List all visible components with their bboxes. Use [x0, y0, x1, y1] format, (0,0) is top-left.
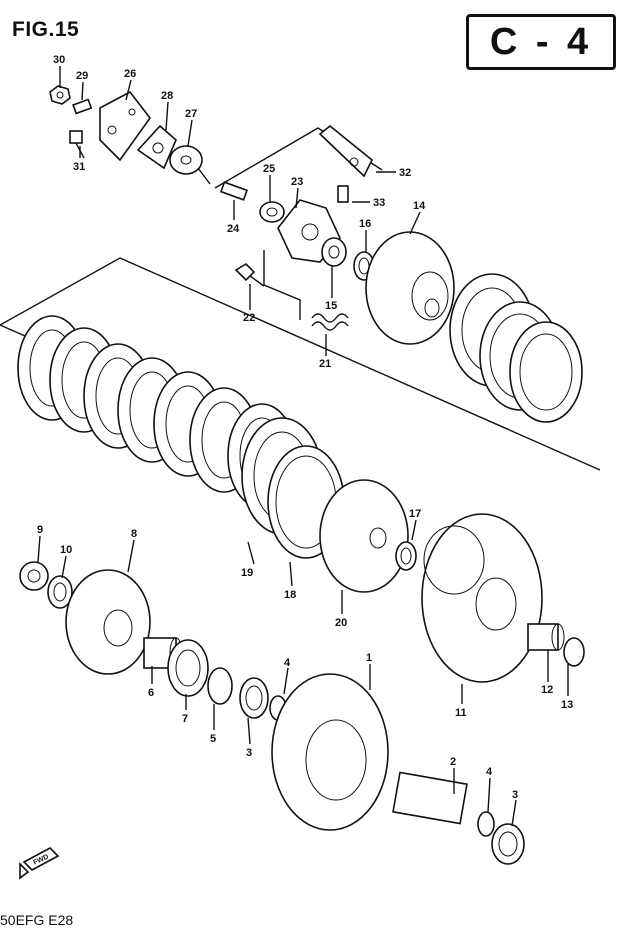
leader-lines — [37, 66, 569, 827]
part-release-arm-32 — [318, 124, 374, 178]
callout-3-right: 3 — [512, 789, 518, 801]
footer-code: 50EFG E28 — [0, 912, 74, 928]
part-gasket-28 — [136, 124, 177, 170]
part-one-way-clutch-8 — [65, 569, 151, 675]
part-primary-gear-11 — [421, 513, 543, 683]
callout-21: 21 — [319, 358, 331, 370]
figure-label: FIG.15 — [12, 18, 80, 41]
part-bolt-22 — [234, 262, 265, 287]
part-nut-9 — [19, 561, 49, 591]
part-plates-right — [449, 273, 583, 423]
part-circlip-4-right — [477, 811, 495, 837]
callout-11: 11 — [455, 707, 467, 719]
callout-17: 17 — [409, 508, 421, 520]
callout-9: 9 — [37, 524, 43, 536]
part-nut-30 — [49, 85, 71, 105]
callout-27: 27 — [185, 108, 197, 120]
callout-30: 30 — [53, 54, 65, 66]
part-plate-26 — [99, 90, 151, 162]
callout-16: 16 — [359, 218, 371, 230]
part-bearing-7 — [167, 639, 209, 697]
part-washer-10 — [47, 575, 73, 609]
part-cam-27 — [169, 145, 211, 185]
part-needle-bearing-3-right — [491, 823, 525, 865]
callout-32: 32 — [399, 167, 411, 179]
callout-13: 13 — [561, 699, 573, 711]
callout-31: 31 — [73, 161, 85, 173]
callout-28: 28 — [161, 90, 173, 102]
callout-8: 8 — [131, 528, 137, 540]
callout-18: 18 — [284, 589, 296, 601]
part-needle-bearing-3 — [239, 677, 269, 719]
part-clutch-drum-1 — [271, 673, 389, 831]
callout-4-right: 4 — [486, 766, 493, 778]
callout-14: 14 — [413, 200, 426, 212]
part-sleeve-2 — [392, 771, 468, 825]
callout-10: 10 — [60, 544, 72, 556]
part-washer-5 — [207, 667, 233, 705]
callout-25: 25 — [263, 163, 275, 175]
callout-6: 6 — [148, 687, 154, 699]
section-code: C - 4 — [489, 21, 593, 63]
callout-20: 20 — [335, 617, 347, 629]
part-washer-17 — [395, 541, 417, 571]
part-bearing-25 — [259, 201, 285, 223]
callout-29: 29 — [76, 70, 88, 82]
callout-7: 7 — [182, 713, 188, 725]
part-stud-29 — [72, 98, 93, 115]
part-clutch-housing-14 — [365, 231, 455, 345]
part-washer-13 — [563, 637, 585, 667]
part-screw-33 — [337, 185, 349, 203]
callout-24: 24 — [227, 223, 240, 235]
part-pressure-plate-20 — [319, 479, 409, 593]
callout-33: 33 — [373, 197, 385, 209]
callout-26: 26 — [124, 68, 136, 80]
callout-numbers: 30 29 26 28 27 31 32 25 23 33 24 14 16 2… — [37, 54, 573, 801]
callout-22: 22 — [243, 312, 255, 324]
callout-5: 5 — [210, 733, 216, 745]
callout-15: 15 — [325, 300, 337, 312]
callout-19: 19 — [241, 567, 253, 579]
section-code-box: C - 4 — [466, 14, 616, 70]
callout-23: 23 — [291, 176, 303, 188]
part-spring-21 — [311, 313, 349, 331]
callout-3: 3 — [246, 747, 252, 759]
part-bolt-31 — [69, 130, 85, 159]
callout-12: 12 — [541, 684, 553, 696]
callout-4: 4 — [284, 657, 291, 669]
part-pin-24 — [219, 181, 249, 201]
fwd-arrow-icon: FWD — [19, 847, 60, 880]
part-bearing-15 — [321, 237, 347, 267]
callout-1: 1 — [366, 652, 372, 664]
part-spacer-12 — [527, 623, 565, 651]
callout-2: 2 — [450, 756, 456, 768]
